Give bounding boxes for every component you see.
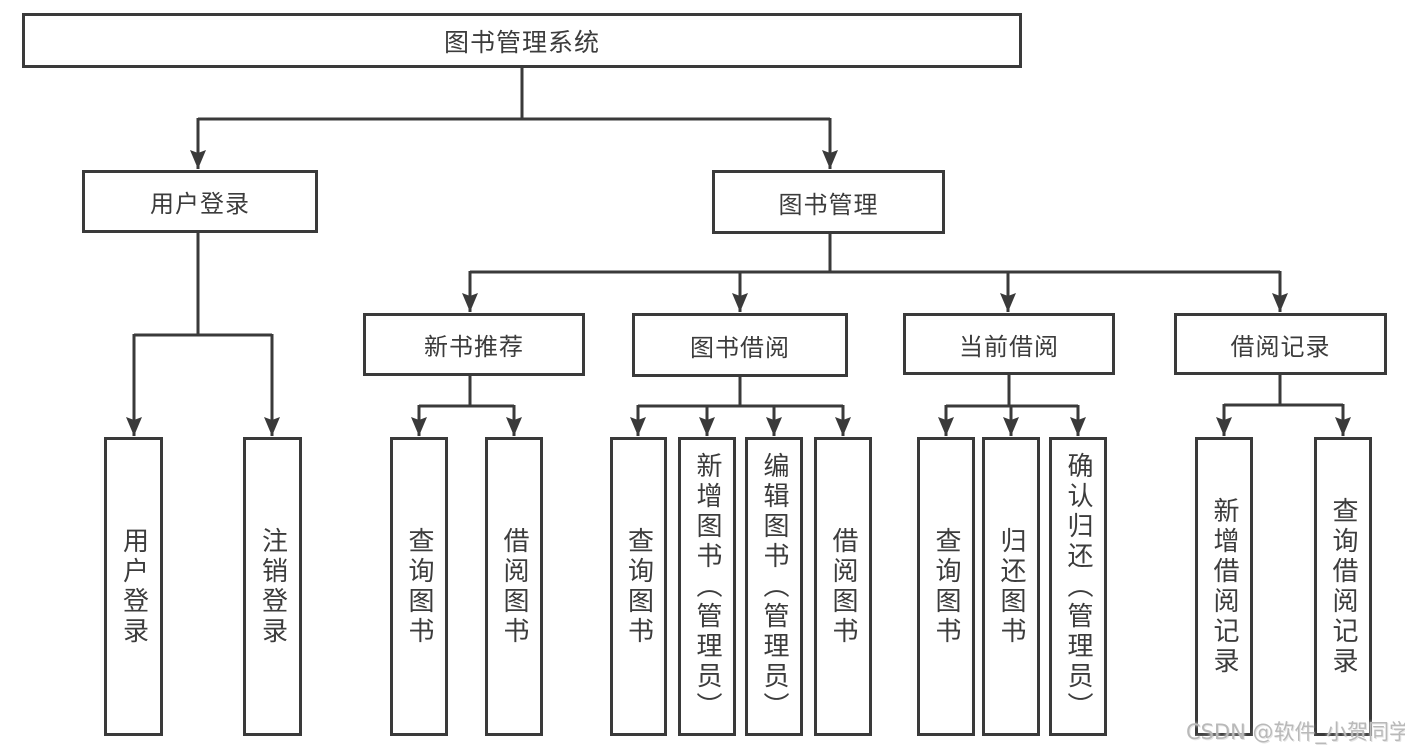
node-new-book-recommend: 新书推荐 (363, 313, 585, 376)
leaf-query-borrow-record: 查询借阅记录 (1314, 437, 1372, 736)
leaf-label: 借阅图书 (499, 526, 529, 647)
node-book-management: 图书管理 (712, 170, 945, 234)
node-user-login: 用户登录 (82, 170, 318, 233)
node-borrowing-records: 借阅记录 (1174, 313, 1387, 375)
leaf-return-books: 归还图书 (982, 437, 1040, 736)
leaf-label: 确认归还（管理员） (1063, 451, 1093, 722)
leaf-label: 查询借阅记录 (1328, 496, 1358, 677)
leaf-label: 用户登录 (118, 526, 149, 647)
leaf-logout: 注销登录 (243, 437, 302, 736)
leaf-label: 新增借阅记录 (1209, 496, 1239, 677)
leaf-query-books: 查询图书 (390, 437, 448, 736)
leaf-query-books: 查询图书 (610, 437, 667, 736)
watermark: CSDN @软件_小贺同学 (1186, 720, 1405, 744)
node-label: 图书管理 (778, 190, 879, 219)
leaf-label: 查询图书 (404, 526, 434, 647)
leaf-borrow-books: 借阅图书 (814, 437, 872, 736)
leaf-user-login: 用户登录 (104, 437, 163, 736)
node-label: 用户登录 (150, 190, 250, 218)
leaf-borrow-books: 借阅图书 (485, 437, 543, 736)
leaf-add-borrow-record: 新增借阅记录 (1195, 437, 1253, 736)
leaf-confirm-return-admin: 确认归还（管理员） (1049, 437, 1107, 736)
leaf-query-books: 查询图书 (917, 437, 975, 736)
node-label: 图书借阅 (690, 333, 790, 362)
leaf-label: 查询图书 (623, 526, 654, 647)
node-library-management-system: 图书管理系统 (22, 13, 1022, 68)
node-current-borrowing: 当前借阅 (903, 313, 1115, 375)
node-label: 借阅记录 (1230, 332, 1331, 361)
leaf-label: 查询图书 (931, 526, 961, 647)
leaf-edit-books-admin: 编辑图书（管理员） (745, 437, 803, 736)
leaf-label: 新增图书（管理员） (692, 451, 722, 722)
leaf-label: 借阅图书 (828, 526, 858, 647)
leaf-label: 归还图书 (996, 526, 1026, 647)
leaf-label: 注销登录 (257, 526, 288, 647)
node-label: 图书管理系统 (443, 27, 600, 57)
node-book-borrowing: 图书借阅 (632, 313, 848, 377)
leaf-add-books-admin: 新增图书（管理员） (678, 437, 736, 736)
node-label: 当前借阅 (959, 332, 1059, 361)
node-label: 新书推荐 (424, 333, 524, 361)
leaf-label: 编辑图书（管理员） (759, 451, 789, 722)
